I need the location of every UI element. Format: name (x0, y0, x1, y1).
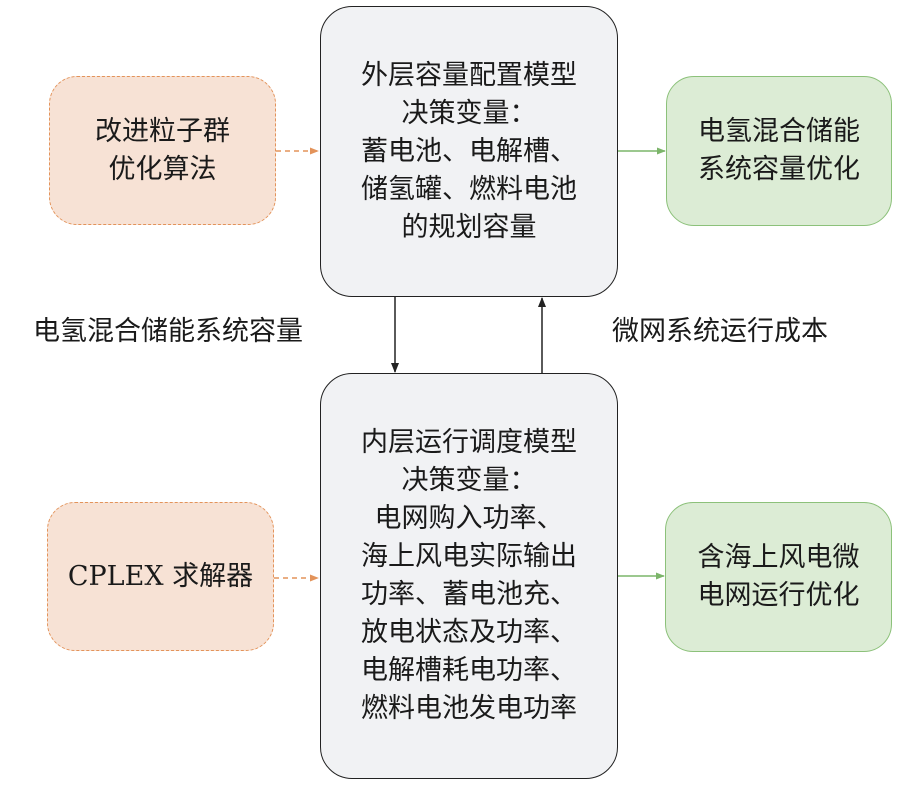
outer-model-line: 的规划容量 (401, 211, 537, 243)
operation-output-line: 含海上风电微 (697, 542, 860, 573)
outer-model-line: 储氢罐、燃料电池 (361, 173, 577, 205)
solver-label: CPLEX 求解器 (67, 560, 254, 592)
inner-scheduling-model-box: 内层运行调度模型 决策变量： 电网购入功率、 海上风电实际输出 功率、蓄电池充、… (320, 373, 618, 779)
inner-model-line: 功率、蓄电池充、 (361, 579, 577, 610)
inner-model-line: 燃料电池发电功率 (361, 693, 577, 724)
outer-model-line: 外层容量配置模型 (361, 59, 577, 91)
outer-capacity-model-box: 外层容量配置模型 决策变量： 蓄电池、电解槽、 储氢罐、燃料电池 的规划容量 (320, 6, 618, 297)
up-link-label: 微网系统运行成本 (612, 316, 828, 347)
operation-output-line: 电网运行优化 (697, 580, 860, 611)
inner-model-line: 决策变量： (401, 465, 537, 496)
outer-model-line: 蓄电池、电解槽、 (361, 135, 577, 167)
down-link-label: 电氢混合储能系统容量 (33, 316, 303, 347)
algorithm-line: 优化算法 (108, 153, 217, 185)
outer-model-line: 决策变量： (401, 97, 537, 129)
cplex-solver-box: CPLEX 求解器 (47, 502, 274, 651)
algorithm-line: 改进粒子群 (95, 115, 230, 147)
capacity-output-line: 系统容量优化 (698, 154, 860, 185)
microgrid-operation-output-box: 含海上风电微 电网运行优化 (665, 502, 892, 652)
inner-model-line: 电解槽耗电功率、 (361, 655, 577, 686)
capacity-optimization-output-box: 电氢混合储能 系统容量优化 (666, 76, 892, 226)
inner-model-line: 内层运行调度模型 (361, 427, 577, 458)
improved-pso-algorithm-box: 改进粒子群 优化算法 (49, 76, 276, 225)
inner-model-line: 放电状态及功率、 (361, 617, 577, 648)
inner-model-line: 海上风电实际输出 (361, 541, 577, 572)
inner-model-line: 电网购入功率、 (374, 503, 564, 534)
capacity-output-line: 电氢混合储能 (698, 116, 860, 147)
